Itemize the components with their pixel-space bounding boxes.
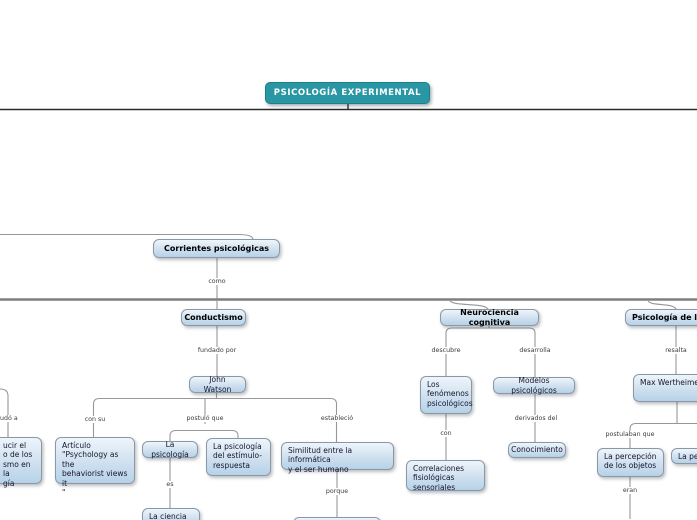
concept-similitud-informatica-ser-humano[interactable]: Similitud entre la informática y el ser …	[281, 442, 394, 474]
neurociencia-drop-line	[449, 299, 489, 311]
link-label-establecio[interactable]: estableció	[318, 415, 356, 422]
link-label-postulaban-que[interactable]: postulaban que	[603, 431, 657, 438]
link-label-porque[interactable]: porque	[323, 488, 351, 495]
concept-fenomenos-psicologicos[interactable]: Los fenómenos psicológicos	[420, 376, 473, 414]
link-label-es[interactable]: es	[164, 481, 176, 488]
concept-clipped-left[interactable]: ucir el o de los smo en la gía	[0, 437, 42, 488]
postuloque-bracket-line	[169, 429, 239, 441]
concept-clipped-right[interactable]: La pe	[671, 448, 697, 464]
link-label-como[interactable]: como	[206, 278, 228, 285]
gestalt-drop-line	[647, 299, 677, 311]
concept-percepcion-objetos[interactable]: La percepción de los objetos	[597, 448, 664, 477]
concept-psicologia-estimulo-respuesta[interactable]: La psicología del estímulo- respuesta	[206, 438, 271, 476]
concept-wertheimer-koffka-clipped[interactable]: Max Wertheimer Kurt Koffka y Ko	[633, 374, 697, 402]
concept-la-ciencia-clipped[interactable]: La ciencia	[142, 508, 200, 520]
concept-neurociencia-cognitiva[interactable]: Neurociencia cognitiva	[440, 308, 539, 327]
link-label-resalta[interactable]: resalta	[663, 347, 689, 354]
neurociencia-bracket-line	[445, 327, 536, 377]
link-label-con-su[interactable]: con su	[82, 416, 108, 423]
link-label-ayudo-a-clipped[interactable]: udó a	[0, 415, 20, 422]
link-label-postulo-que[interactable]: postuló que	[184, 415, 226, 422]
concept-conductismo[interactable]: Conductismo	[181, 309, 246, 326]
concept-la-psicologia[interactable]: La psicología	[142, 440, 198, 459]
concept-psicologia-gestalt-clipped[interactable]: Psicología de la G	[625, 309, 697, 326]
concept-correlaciones-fisiologicas[interactable]: Correlaciones fisiológicas sensoriales	[406, 460, 485, 492]
root-concept-psicologia-experimental[interactable]: PSICOLOGÍA EXPERIMENTAL	[265, 82, 430, 104]
concept-articulo-psychology-behaviorist[interactable]: Artículo "Psychology as the behaviorist …	[55, 437, 135, 497]
link-label-desarrolla[interactable]: desarrolla	[517, 347, 553, 354]
corrientes-incoming-line	[0, 233, 254, 240]
ayudoa-line	[0, 388, 9, 437]
concept-conocimiento[interactable]: Conocimiento	[508, 442, 566, 458]
link-label-eran[interactable]: eran	[620, 487, 640, 494]
wertheimer-bracket-line	[629, 422, 697, 448]
concept-john-watson[interactable]: John Watson	[189, 375, 246, 394]
link-label-fundado-por[interactable]: fundado por	[195, 347, 239, 354]
concept-modelos-psicologicos[interactable]: Modelos psicológicos	[493, 376, 575, 395]
link-label-con[interactable]: con	[438, 430, 454, 437]
link-label-derivados-del[interactable]: derivados del	[512, 415, 560, 422]
link-label-descubre[interactable]: descubre	[429, 347, 463, 354]
johnwatson-bracket-line	[92, 397, 338, 442]
concept-corrientes-psicologicas[interactable]: Corrientes psicológicas	[153, 239, 280, 258]
